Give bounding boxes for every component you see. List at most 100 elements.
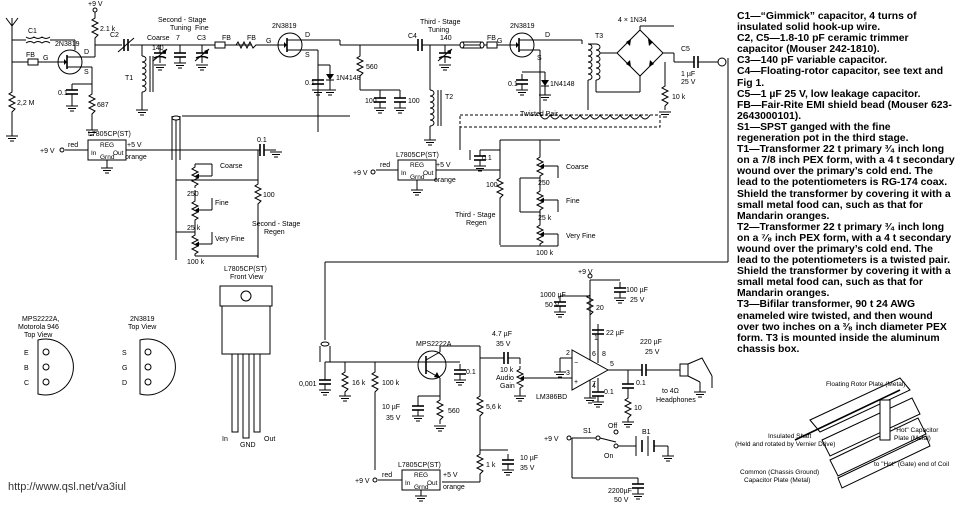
trimmer-c2: [117, 37, 142, 53]
reg1-label: L7805CP(ST): [88, 131, 131, 138]
c22-label: 22 µF: [606, 330, 624, 337]
reg2-reg: REG: [410, 162, 424, 169]
lm-pin3: 3: [566, 370, 570, 377]
r2k1-label: 2.1 k: [100, 26, 116, 33]
t3-label: T3: [595, 33, 603, 40]
r25k-label-2: 25 k: [538, 215, 552, 222]
d1-label: 1N4148: [336, 75, 361, 82]
orange-label-3: orange: [443, 484, 465, 491]
coarse-label-2: Coarse: [220, 163, 243, 170]
v5-label-2: +5 V: [436, 162, 451, 169]
fine-label-3: Fine: [566, 198, 580, 205]
q1-pin-d: D: [84, 49, 89, 56]
lm-pin4: 4: [592, 383, 596, 390]
lm-pin6: 6: [592, 351, 596, 358]
jfet-q2: [273, 32, 303, 58]
r100-label-3: 100: [486, 182, 498, 189]
reg2-gnd: Grnd: [410, 174, 425, 181]
reg3-label: L7805CP(ST): [398, 462, 441, 469]
orange-label-1: orange: [125, 154, 147, 161]
q1-pin-g: G: [43, 55, 48, 62]
veryfine-label-3: Very Fine: [566, 233, 596, 240]
reg1-out: Out: [113, 150, 124, 157]
pkg-gnd-label: GND: [240, 442, 256, 449]
r20-label: 20: [596, 305, 604, 312]
floating-rotor-capacitor-sketch: [794, 377, 931, 489]
source-credit: http://www.qsl.net/va3iul: [8, 481, 127, 493]
regulator-package: [219, 285, 273, 439]
reg3-in: In: [405, 480, 411, 487]
d2-label: 1N4148: [550, 81, 575, 88]
red-label-3: red: [382, 472, 392, 479]
q3-pin-d: D: [545, 32, 550, 39]
r100k-label-3: 100 k: [382, 380, 400, 387]
on-label: On: [604, 453, 613, 460]
note-fb: FB—Fair-Rite EMI shield bead (Mouser 623…: [737, 99, 952, 122]
pot-veryfine-3: [500, 177, 559, 247]
q3-label: 2N3819: [510, 23, 535, 30]
mps2222a-pinout: [37, 338, 74, 396]
c100-label-2: 100: [408, 98, 420, 105]
jfet-d: D: [122, 380, 127, 387]
c-q3-src-label: 0.1: [508, 81, 518, 88]
note-t3: T3—Bifilar transformer, 90 t 24 AWG enam…: [737, 299, 947, 355]
twisted-pair-label: Twisted Pair: [520, 111, 559, 118]
pot-coarse-3: [536, 140, 559, 179]
reg3-gnd: Grnd: [414, 484, 429, 491]
q4-label: MPS2222A: [416, 341, 452, 348]
fine-label-1: Fine: [195, 25, 209, 32]
c100-label-1: 100: [365, 98, 377, 105]
pot-veryfine-2: [176, 222, 258, 257]
c-q2-src-label: 0.1: [305, 80, 315, 87]
t2-label: T2: [445, 94, 453, 101]
note-t2: T2—Transformer 22 t primary ³⁄₄ inch lon…: [737, 221, 952, 300]
coarse-label-1: Coarse: [147, 35, 170, 42]
fb3-label: FB: [247, 35, 256, 42]
s1-label: S1: [583, 428, 592, 435]
pkg-in-label: In: [222, 436, 228, 443]
c0001-label: 0,001: [299, 381, 317, 388]
q1-label: 2N3819: [55, 41, 80, 48]
cap-gate-label: to "Hot" (Gate) end of Coil: [874, 461, 950, 468]
fb4-label: FB: [487, 35, 496, 42]
lm386-label: LM386BD: [536, 394, 567, 401]
c7-label: 7: [176, 35, 180, 42]
reg2-label: L7805CP(ST): [396, 152, 439, 159]
note-t1: T1—Transformer 22 t primary ³⁄₄ inch lon…: [737, 144, 955, 222]
v9-label-5: +9 V: [578, 269, 593, 276]
note-c5: C5—1 µF 25 V, low leakage capacitor.: [737, 88, 921, 100]
c-q4-label: 0.1: [466, 369, 476, 376]
fine-label-2: Fine: [215, 200, 229, 207]
v5-label-3: +5 V: [443, 472, 458, 479]
reg2-out: Out: [423, 170, 434, 177]
reg1-reg: REG: [100, 142, 114, 149]
cap-common-label: Common (Chassis Ground)Capacitor Plate (…: [740, 469, 819, 484]
coarse-label-3: Coarse: [566, 164, 589, 171]
r56k-label: 5,6 k: [486, 404, 502, 411]
v5-label-1: +5 V: [127, 142, 142, 149]
note-c3: C3—140 pF variable capacitor.: [737, 55, 888, 67]
red-label-1: red: [68, 142, 78, 149]
q3-pin-g: G: [497, 38, 502, 45]
v9-label-1: +9 V: [88, 1, 103, 8]
reg2-in: In: [401, 170, 407, 177]
r250-label-1: 250: [187, 191, 199, 198]
note-c2-c5: C2, C5—1.8-10 pF ceramic trimmer capacit…: [737, 33, 909, 56]
r250-label-2: 250: [538, 180, 550, 187]
r2m2-label: 2,2 M: [17, 100, 35, 107]
c140-label-1: 140: [152, 45, 164, 52]
orange-label-2: orange: [434, 177, 456, 184]
c2-label: C2: [110, 32, 119, 39]
r25k-label-1: 25 k: [187, 225, 201, 232]
note-c4: C4—Floating-rotor capacitor, see text an…: [737, 66, 944, 89]
headphone-jack: [679, 357, 713, 398]
c1-label: C1: [28, 28, 37, 35]
